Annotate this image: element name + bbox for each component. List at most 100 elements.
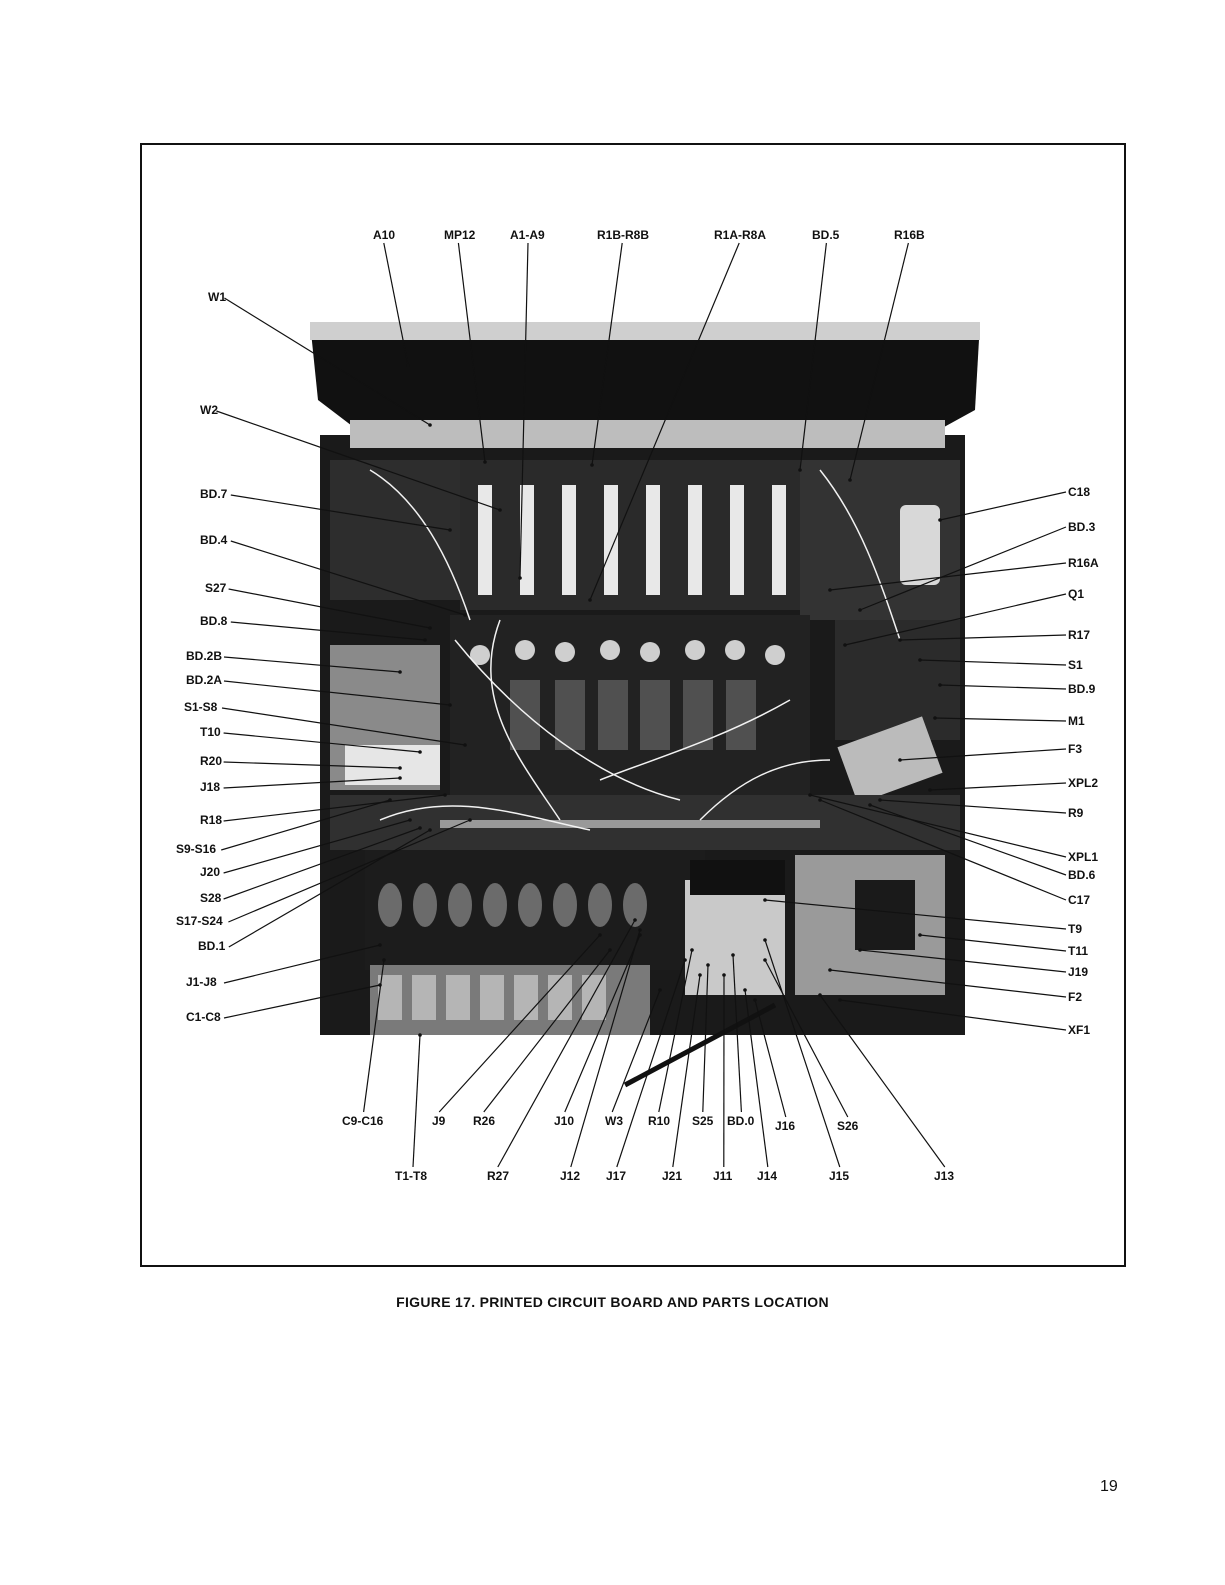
leader-tip-bottom_row2-3 [683, 958, 687, 962]
leader-line-left-14 [223, 819, 411, 874]
leader-line-bottom_row1-8 [754, 999, 787, 1118]
leader-line-right-14 [764, 899, 1067, 930]
leader-line-right-0 [939, 491, 1067, 521]
leader-line-right-11 [809, 794, 1067, 858]
leader-tip-top-5 [798, 468, 802, 472]
leader-tip-bottom_row1-6 [706, 963, 710, 967]
leader-tip-left-14 [408, 818, 412, 822]
leader-line-bottom_row1-3 [564, 934, 641, 1113]
leader-line-left-9 [223, 732, 421, 753]
leader-tip-left-2 [448, 528, 452, 532]
leader-tip-top-6 [848, 478, 852, 482]
callout-label-right-5: S1 [1068, 658, 1083, 672]
leader-tip-bottom_row1-1 [598, 933, 602, 937]
leader-tip-left-11 [398, 776, 402, 780]
callout-label-left-7: BD.2A [186, 673, 223, 687]
callout-label-right-10: R9 [1068, 806, 1084, 820]
leader-line-right-5 [919, 659, 1067, 666]
callout-label-left-14: J20 [200, 865, 221, 879]
callout-label-right-16: J19 [1068, 965, 1089, 979]
leader-tip-left-1 [498, 508, 502, 512]
leader-tip-right-2 [828, 588, 832, 592]
leader-line-left-1 [216, 410, 501, 511]
callout-label-top-1: MP12 [444, 228, 476, 242]
figure-frame [140, 143, 1126, 1267]
leader-tip-bottom_row2-7 [763, 938, 767, 942]
callout-label-right-1: BD.3 [1068, 520, 1096, 534]
leader-line-right-17 [829, 969, 1067, 998]
callout-label-bottom_row1-4: W3 [605, 1114, 623, 1128]
callout-label-bottom_row1-7: BD.0 [727, 1114, 755, 1128]
callout-label-bottom_row2-8: J13 [934, 1169, 955, 1183]
callout-label-right-6: BD.9 [1068, 682, 1096, 696]
leader-line-left-5 [230, 621, 426, 641]
callout-label-right-15: T11 [1068, 944, 1089, 958]
leader-line-left-6 [223, 656, 401, 673]
leader-tip-left-10 [398, 766, 402, 770]
leader-tip-bottom_row2-2 [638, 928, 642, 932]
callout-label-right-18: XF1 [1068, 1023, 1091, 1037]
leader-line-left-0 [224, 297, 431, 426]
leader-tip-bottom_row2-0 [418, 1033, 422, 1037]
callout-label-bottom_row2-7: J15 [829, 1169, 850, 1183]
leader-line-right-16 [859, 949, 1067, 973]
leader-line-left-13 [221, 799, 391, 851]
leader-line-top-3 [591, 242, 623, 466]
callout-label-bottom_row2-0: T1-T8 [395, 1169, 428, 1183]
callout-label-left-15: S28 [200, 891, 222, 905]
leader-tip-right-0 [938, 518, 942, 522]
leader-line-left-18 [223, 944, 381, 984]
leader-tip-left-12 [443, 793, 447, 797]
figure-caption: FIGURE 17. PRINTED CIRCUIT BOARD AND PAR… [396, 1294, 829, 1310]
leader-tip-right-16 [858, 948, 862, 952]
leader-tip-left-6 [398, 670, 402, 674]
callout-label-left-8: S1-S8 [184, 700, 218, 714]
leader-tip-right-18 [838, 998, 842, 1002]
leader-tip-right-1 [858, 608, 862, 612]
callout-label-top-5: BD.5 [812, 228, 840, 242]
callout-label-bottom_row1-2: R26 [473, 1114, 496, 1128]
leader-line-right-6 [939, 684, 1067, 690]
callout-label-left-13: S9-S16 [176, 842, 217, 856]
leader-tip-right-15 [918, 933, 922, 937]
leader-tip-right-12 [868, 803, 872, 807]
leader-line-top-5 [799, 242, 827, 471]
leader-line-right-1 [859, 526, 1067, 611]
leader-line-bottom_row2-1 [497, 919, 636, 1168]
leader-tip-right-8 [898, 758, 902, 762]
callout-label-left-16: S17-S24 [176, 914, 223, 928]
leader-line-right-18 [839, 999, 1067, 1031]
callout-label-right-0: C18 [1068, 485, 1091, 499]
leader-line-top-4 [589, 242, 740, 601]
leader-tip-right-6 [938, 683, 942, 687]
leader-line-top-2 [519, 242, 529, 579]
leader-tip-right-13 [818, 798, 822, 802]
callout-label-top-4: R1A-R8A [714, 228, 767, 242]
callout-label-top-2: A1-A9 [510, 228, 545, 242]
leader-line-bottom_row1-7 [732, 954, 742, 1113]
callout-label-left-1: W2 [200, 403, 218, 417]
leader-line-right-8 [899, 748, 1067, 761]
leader-tip-left-8 [463, 743, 467, 747]
leader-line-bottom_row1-2 [483, 949, 611, 1113]
callout-label-bottom_row2-2: J12 [560, 1169, 581, 1183]
callout-label-bottom_row2-6: J14 [757, 1169, 778, 1183]
page-number: 19 [1100, 1478, 1118, 1495]
leader-line-right-15 [919, 934, 1067, 952]
leader-tip-top-1 [483, 460, 487, 464]
callout-label-bottom_row1-1: J9 [432, 1114, 446, 1128]
leader-tip-left-15 [418, 826, 422, 830]
leader-line-top-0 [383, 242, 409, 366]
leader-line-bottom_row1-0 [363, 959, 385, 1113]
callout-label-bottom_row1-6: S25 [692, 1114, 714, 1128]
callout-label-left-10: R20 [200, 754, 223, 768]
leader-tip-right-9 [928, 788, 932, 792]
leader-tip-left-4 [428, 626, 432, 630]
leader-line-bottom_row2-8 [819, 994, 946, 1168]
callout-label-left-3: BD.4 [200, 533, 228, 547]
callout-label-bottom_row1-3: J10 [554, 1114, 575, 1128]
callout-label-bottom_row1-8: J16 [775, 1119, 796, 1133]
leader-tip-left-0 [428, 423, 432, 427]
